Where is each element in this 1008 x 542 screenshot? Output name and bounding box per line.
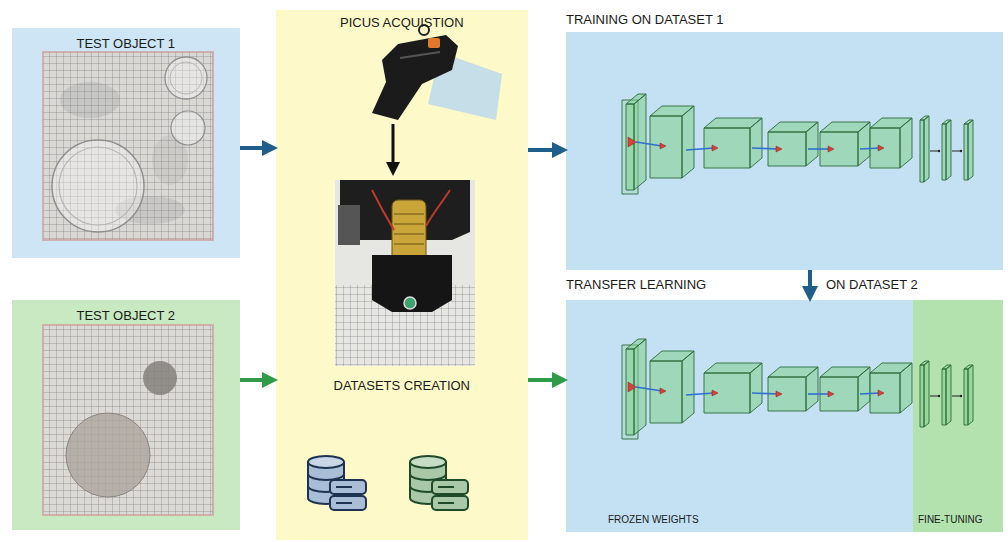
panel-heading: ON DATASET 2	[826, 277, 918, 293]
training-panel: TRAINING ON DATASET 1	[566, 32, 1003, 270]
flow-arrow	[240, 378, 268, 382]
scanner-device	[372, 25, 502, 120]
object-panel: TEST OBJECT 1	[12, 28, 240, 258]
panel-heading: PICUS ACQUISTION	[340, 15, 464, 31]
panel-heading: TRAINING ON DATASET 1	[566, 12, 723, 28]
panel-heading: TEST OBJECT 2	[77, 308, 176, 324]
cnn-illustration	[622, 339, 973, 439]
panel-heading: TRANSFER LEARNING	[566, 277, 706, 293]
region-label: FINE-TUNING	[918, 512, 982, 528]
cnn-illustration	[622, 94, 973, 194]
process-arrow	[392, 124, 395, 166]
region-label: FROZEN WEIGHTS	[608, 512, 699, 528]
flow-arrow	[808, 270, 812, 292]
database-icon	[308, 456, 366, 510]
acquisition-photo	[335, 180, 475, 366]
transfer-panel: TRANSFER LEARNINGON DATASET 2FROZEN WEIG…	[566, 300, 1003, 532]
fine-tuning-region: FINE-TUNING	[913, 300, 1003, 532]
flow-arrow	[528, 378, 558, 382]
flow-arrow	[240, 146, 268, 150]
test-object-photo	[43, 325, 213, 515]
test-object-photo	[43, 52, 213, 240]
object-panel: TEST OBJECT 2	[12, 300, 240, 530]
panel-heading: TEST OBJECT 1	[77, 36, 176, 52]
flow-arrow	[528, 148, 558, 152]
acquisition-panel: PICUS ACQUISTION DATASETS CREATION	[276, 10, 528, 540]
panel-heading: DATASETS CREATION	[334, 378, 471, 394]
database-icon	[410, 456, 468, 510]
